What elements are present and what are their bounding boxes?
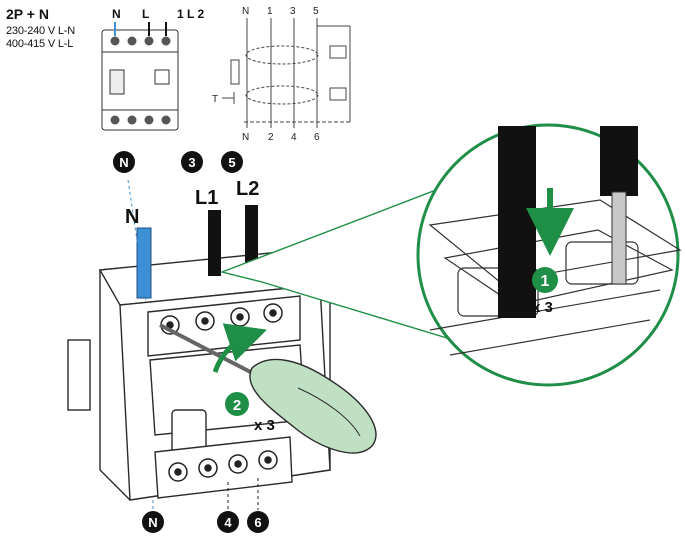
badge-top-n: N	[119, 155, 128, 170]
badge-bottom-6: 6	[254, 515, 261, 530]
schematic-bottom-6: 6	[314, 132, 320, 143]
zoom-screwdriver-handle	[600, 126, 638, 196]
top-terminal-badges	[113, 151, 243, 173]
circuit-schematic	[222, 18, 351, 128]
cable-label-l1: L1	[195, 187, 218, 209]
bottom-terminal-badges	[142, 511, 269, 533]
badge-top-5: 5	[228, 155, 235, 170]
spec-title: 2P + N	[6, 6, 49, 22]
screwdriver	[159, 323, 377, 454]
bottom-terminal-screws	[168, 450, 278, 482]
phase-cable-l1	[208, 210, 221, 276]
spec-voltage-ln: 230-240 V L-N	[6, 25, 75, 37]
step-1-badge	[532, 267, 558, 293]
schematic-top-1: 1	[267, 6, 273, 17]
neutral-cable	[136, 227, 152, 299]
badge-top-3: 3	[188, 155, 195, 170]
schematic-bottom-2: 2	[268, 132, 274, 143]
device-label-n: N	[112, 7, 121, 21]
cable-label-n: N	[125, 206, 139, 228]
step-1-count: x 3	[532, 299, 553, 316]
zoom-circle	[416, 123, 680, 387]
badge-bottom-n: N	[148, 515, 157, 530]
top-terminal-screws	[160, 303, 283, 335]
step-2-number: 2	[233, 397, 241, 414]
cable-label-l2: L2	[236, 178, 259, 200]
phase-cable-l2	[245, 205, 258, 271]
badge-bottom-4: 4	[224, 515, 232, 530]
schematic-bottom-4: 4	[291, 132, 297, 143]
schematic-top-3: 3	[290, 6, 296, 17]
step-1-number: 1	[541, 273, 550, 290]
step-2-count: x 3	[254, 417, 275, 434]
step-2-badge	[225, 392, 249, 416]
schematic-top-n: N	[242, 6, 249, 17]
device-thumbnail	[101, 22, 179, 131]
schematic-test-label: T	[212, 94, 218, 105]
zoom-screwdriver-shaft	[611, 191, 627, 285]
zoom-cable	[498, 126, 536, 318]
device-label-l: L	[142, 7, 149, 21]
tighten-arrow-icon	[212, 323, 267, 373]
spec-voltage-ll: 400-415 V L-L	[6, 38, 74, 50]
device-label-1l2: 1 L 2	[177, 7, 204, 21]
schematic-bottom-n: N	[242, 132, 249, 143]
schematic-top-5: 5	[313, 6, 319, 17]
